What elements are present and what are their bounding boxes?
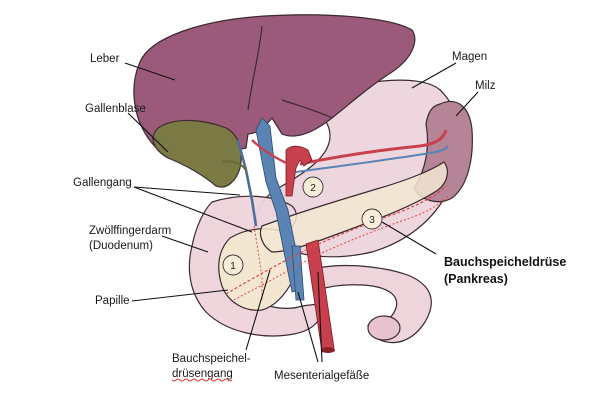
marker-1: 1 <box>222 254 244 276</box>
bile-duct-path <box>236 139 258 227</box>
leader-duodenum <box>161 235 209 253</box>
label-gallbladder: Gallenblase <box>85 103 146 115</box>
liver-lobe-contour <box>247 25 333 119</box>
svg-text:3: 3 <box>369 215 375 226</box>
small-intestine-opening <box>367 315 401 341</box>
label-duodenum-2: (Duodenum) <box>89 240 153 252</box>
celiac-artery <box>285 145 313 197</box>
leader-gallbladder <box>127 112 169 153</box>
leader-bile-duct-a <box>133 186 241 196</box>
leader-pancreatic-duct <box>245 269 271 351</box>
leader-mesenteric-a <box>297 291 319 363</box>
leader-papilla <box>131 289 229 302</box>
gallbladder-shape <box>152 119 242 188</box>
leader-pancreas <box>381 221 437 255</box>
svg-text:2: 2 <box>310 183 316 194</box>
splenic-artery <box>299 129 448 166</box>
label-spleen: Milz <box>475 80 496 92</box>
label-papilla: Papille <box>95 295 130 307</box>
svg-text:1: 1 <box>230 261 236 272</box>
pancreatic-duct-dotted <box>225 185 447 295</box>
leader-stomach <box>411 62 457 89</box>
leader-bile-duct-b <box>133 186 253 233</box>
mesenteric-vein <box>291 245 305 301</box>
label-mesenteric-vessels: Mesenterialgefäße <box>274 370 369 382</box>
label-liver: Leber <box>90 53 120 65</box>
leader-mesenteric-b <box>317 271 323 363</box>
label-pancreatic-duct-1: Bauchspeichel- <box>172 353 251 365</box>
label-duodenum-1: Zwölffingerdarm <box>89 225 171 237</box>
marker-2: 2 <box>302 176 324 198</box>
label-pancreatic-duct-2: drüsengang <box>172 368 233 380</box>
pancreas-body-shape <box>259 161 448 253</box>
leader-liver <box>124 62 176 81</box>
bile-duct-dotted <box>253 225 263 300</box>
label-stomach: Magen <box>452 51 487 63</box>
mesenteric-artery <box>305 239 335 353</box>
spellcheck-underline <box>171 378 233 382</box>
marker-3: 3 <box>361 208 383 230</box>
hepatic-artery <box>251 139 293 168</box>
label-pancreas-1: Bauchspeicheldrüse <box>444 255 566 269</box>
mesenteric-artery-lumen <box>321 347 335 353</box>
cystic-duct-path <box>221 160 247 171</box>
label-bile-duct: Gallengang <box>73 177 132 189</box>
label-pancreas-2: (Pankreas) <box>444 272 508 286</box>
splenic-vein <box>295 145 449 173</box>
leader-spleen <box>455 91 479 117</box>
